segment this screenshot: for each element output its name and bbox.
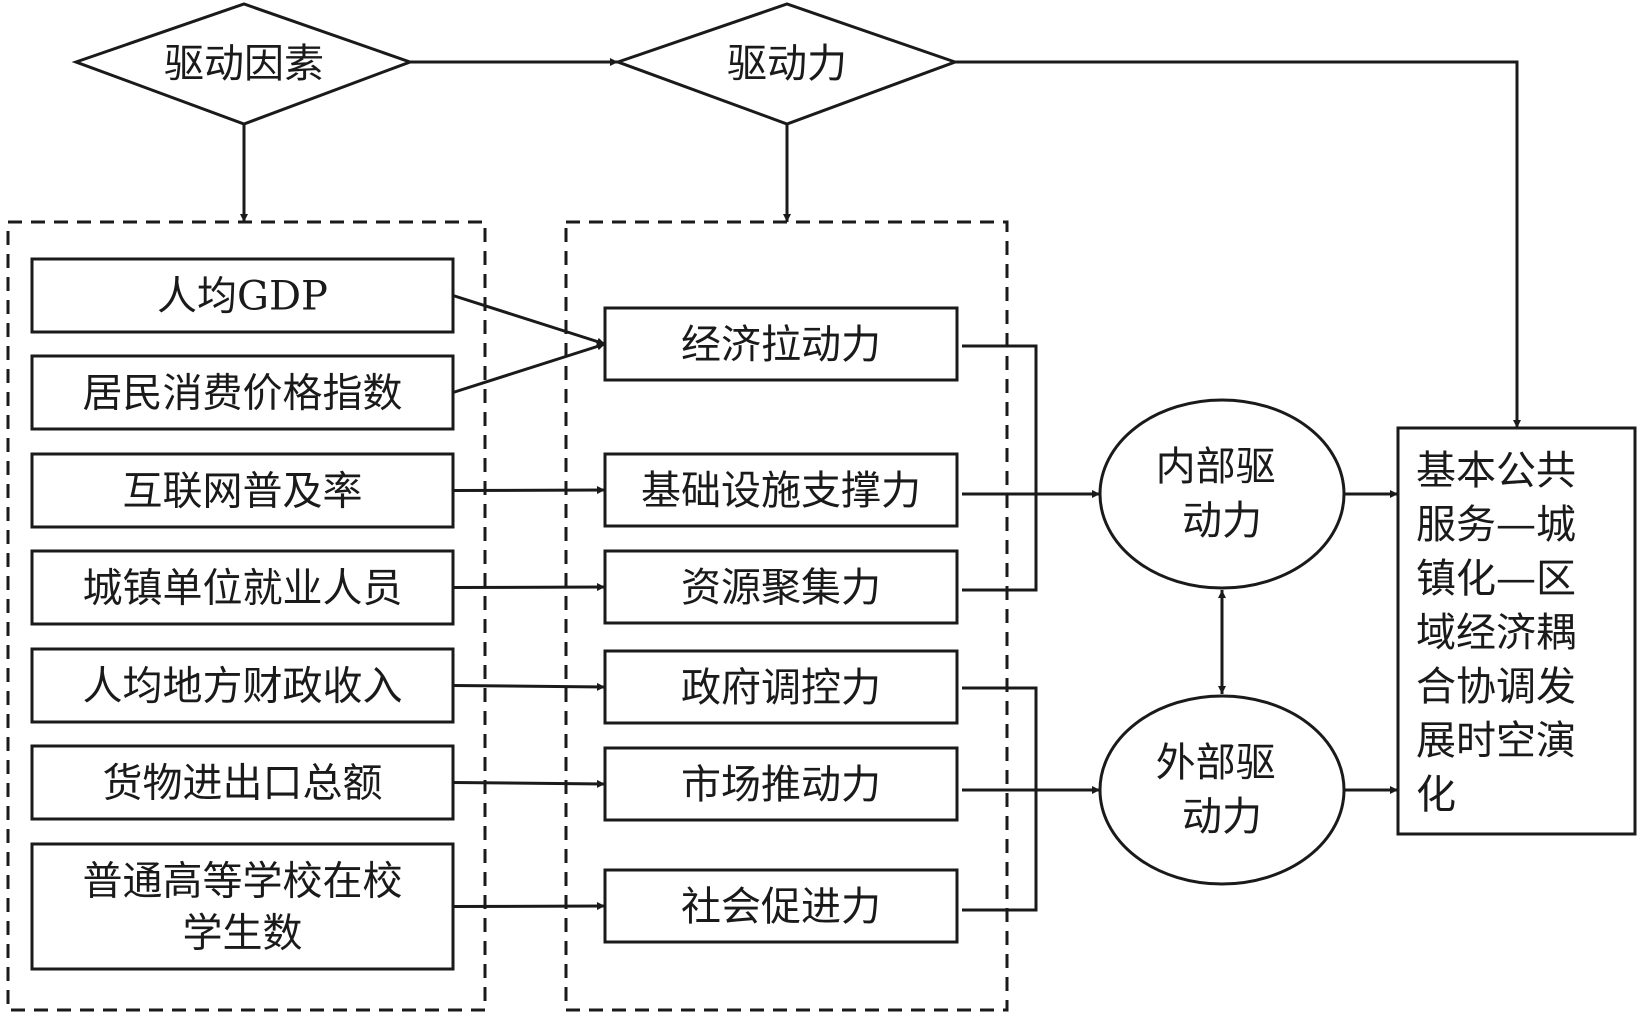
drivers-diamond-label: 驱动因素 <box>164 41 324 87</box>
force-government-label: 政府调控力 <box>681 665 881 711</box>
outcome-line: 服务—城 <box>1416 502 1576 548</box>
force-economic-label: 经济拉动力 <box>681 322 881 368</box>
svg-text:人均地方财政收入: 人均地方财政收入 <box>83 664 403 710</box>
external-driver-line-1: 外部驱 <box>1156 740 1276 786</box>
factor-trade-label: 货物进出口总额 <box>103 761 383 807</box>
svg-text:外部驱 动力: 外部驱 动力 <box>1156 740 1289 840</box>
force-resource: 资源聚集力 <box>603 549 959 625</box>
outcome-line: 合协调发 <box>1416 664 1576 710</box>
outcome-box: 基本公共服务—城镇化—区域经济耦合协调发展时空演化 <box>1396 426 1637 836</box>
factor-internet-label: 互联网普及率 <box>123 469 363 515</box>
arrow-force-to-outcome <box>955 60 1521 428</box>
link-gdp-to-economic <box>452 294 606 346</box>
svg-text:货物进出口总额: 货物进出口总额 <box>103 761 383 807</box>
force-diamond: 驱动力 <box>613 2 960 126</box>
internal-driver-line-2: 动力 <box>1182 498 1262 544</box>
internal-driver-line-1: 内部驱 <box>1156 444 1276 490</box>
outcome-line: 域经济耦 <box>1416 610 1576 656</box>
force-group-frame <box>564 220 1009 1012</box>
bracket-external <box>962 686 1100 912</box>
svg-text:内部驱 动力: 内部驱 动力 <box>1156 444 1289 544</box>
factor-students-label: 普通高等学校在校 <box>83 859 403 905</box>
force-infrastructure: 基础设施支撑力 <box>603 452 959 528</box>
svg-text:城镇单位就业人员: 城镇单位就业人员 <box>83 566 403 612</box>
factor-fiscal-label: 人均地方财政收入 <box>83 664 403 710</box>
factor-students: 普通高等学校在校学生数 <box>30 842 455 971</box>
external-driver: 外部驱 动力 <box>1098 694 1346 886</box>
force-market: 市场推动力 <box>603 746 959 822</box>
link-students-to-social <box>452 902 606 911</box>
force-market-label: 市场推动力 <box>681 762 881 808</box>
internal-driver: 内部驱 动力 <box>1098 398 1346 590</box>
svg-text:居民消费价格指数: 居民消费价格指数 <box>83 371 403 417</box>
link-fiscal-to-government <box>452 682 606 691</box>
force-infrastructure-label: 基础设施支撑力 <box>641 468 921 514</box>
svg-text:人均GDP: 人均GDP <box>157 274 328 320</box>
factor-list: 人均GDP 居民消费价格指数互联网普及率城镇单位就业人员人均地方财政收入货物进出口… <box>30 257 455 971</box>
outcome-line: 展时空演 <box>1416 718 1576 764</box>
svg-text:基本公共服务—城镇化—区域经济耦合协调发展时空演化: 基本公共服务—城镇化—区域经济耦合协调发展时空演化 <box>1416 448 1576 818</box>
link-cpi-to-economic <box>452 342 606 394</box>
factor-gdp-label: 人均GDP <box>157 274 328 320</box>
force-social: 社会促进力 <box>603 868 959 944</box>
factor-trade: 货物进出口总额 <box>30 744 455 821</box>
svg-text:普通高等学校在校学生数: 普通高等学校在校学生数 <box>83 859 403 957</box>
factor-employment-label: 城镇单位就业人员 <box>83 566 403 612</box>
factor-cpi: 居民消费价格指数 <box>30 354 455 431</box>
force-economic: 经济拉动力 <box>603 306 959 382</box>
outcome-line: 镇化—区 <box>1416 556 1576 602</box>
factor-employment: 城镇单位就业人员 <box>30 549 455 626</box>
factor-internet: 互联网普及率 <box>30 452 455 529</box>
outcome-line: 化 <box>1416 772 1456 818</box>
outcome-line: 基本公共 <box>1416 448 1576 494</box>
factor-gdp: 人均GDP <box>30 257 455 334</box>
link-internet-to-infrastructure <box>452 486 606 495</box>
factor-group-frame <box>6 220 487 1012</box>
factor-fiscal: 人均地方财政收入 <box>30 647 455 724</box>
link-trade-to-market <box>452 779 606 788</box>
force-social-label: 社会促进力 <box>681 884 881 930</box>
force-resource-label: 资源聚集力 <box>681 565 881 611</box>
factor-cpi-label: 居民消费价格指数 <box>83 371 403 417</box>
link-employment-to-resource <box>452 583 606 592</box>
svg-text:互联网普及率: 互联网普及率 <box>123 469 363 515</box>
factor-force-links <box>452 294 606 911</box>
factor-students-label: 学生数 <box>183 911 303 957</box>
bracket-internal <box>962 344 1100 592</box>
force-government: 政府调控力 <box>603 649 959 725</box>
drivers-diamond: 驱动因素 <box>71 2 415 126</box>
external-driver-line-2: 动力 <box>1182 794 1262 840</box>
force-diamond-label: 驱动力 <box>727 41 847 87</box>
